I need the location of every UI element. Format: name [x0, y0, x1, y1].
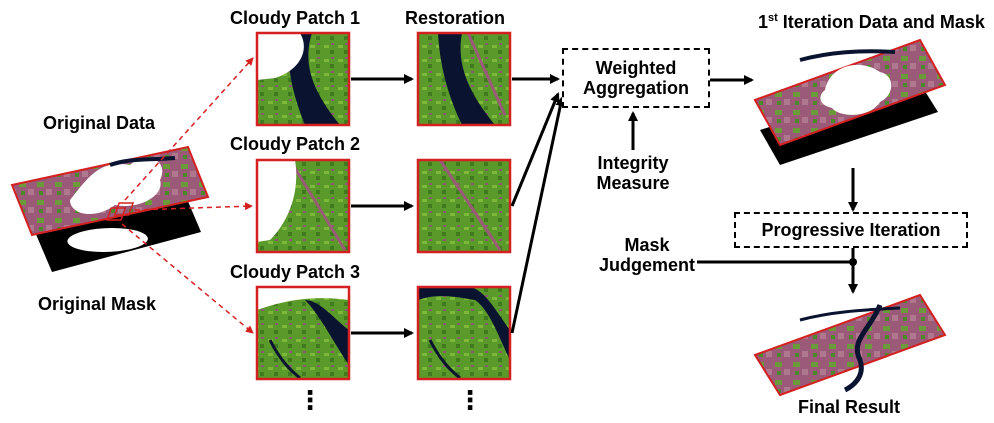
mask-line-1: Mask: [624, 235, 670, 255]
iteration-ordinal: st: [768, 12, 778, 24]
patch-connectors: [121, 57, 254, 334]
restoration-3-image: [416, 285, 512, 381]
restoration-2-image: [416, 158, 512, 254]
restore-arrows: [351, 74, 414, 338]
integrity-measure-label: Integrity Measure: [585, 153, 681, 193]
iteration-number: 1: [758, 12, 769, 32]
original-data-layer: [10, 145, 210, 237]
first-iteration-label: 1st Iteration Data and Mask: [758, 8, 985, 32]
mask-line-2: Judgement: [598, 255, 695, 275]
integrity-line-2: Measure: [596, 173, 670, 193]
cloudy-patch-2-image: [255, 158, 351, 254]
final-result-label: Final Result: [798, 397, 901, 417]
integrity-line-1: Integrity: [597, 153, 669, 173]
iteration-title: Iteration Data and Mask: [777, 12, 985, 32]
restoration-1-image: [416, 31, 512, 127]
first-iteration-data-layer: [753, 38, 947, 147]
restoration-label: Restoration: [405, 8, 506, 28]
cloudy-patch-3-image: [255, 285, 351, 381]
progressive-iteration-box: Progressive Iteration: [734, 212, 968, 248]
cloudy-patch-3-label: Cloudy Patch 3: [230, 262, 361, 282]
weighted-line-2: Aggregation: [583, 78, 689, 98]
aggregation-arrows: [510, 74, 566, 334]
restoration-ellipsis: ⋮: [457, 385, 483, 415]
weighted-line-1: Weighted: [595, 58, 677, 78]
cloudy-patch-1-label: Cloudy Patch 1: [230, 8, 361, 28]
cloudy-patch-2-label: Cloudy Patch 2: [230, 134, 361, 154]
mask-judgement-junction: [849, 258, 857, 266]
cloudy-patch-1-image: [255, 31, 351, 127]
patch-location-markers: [105, 202, 135, 221]
original-mask-layer: [35, 192, 201, 272]
original-data-label: Original Data: [43, 113, 156, 133]
original-mask-label: Original Mask: [38, 294, 157, 314]
final-result-image: [753, 293, 947, 397]
mask-judgement-label: Mask Judgement: [595, 235, 699, 275]
weighted-aggregation-box: Weighted Aggregation: [562, 48, 710, 108]
patch-ellipsis: ⋮: [297, 385, 323, 415]
